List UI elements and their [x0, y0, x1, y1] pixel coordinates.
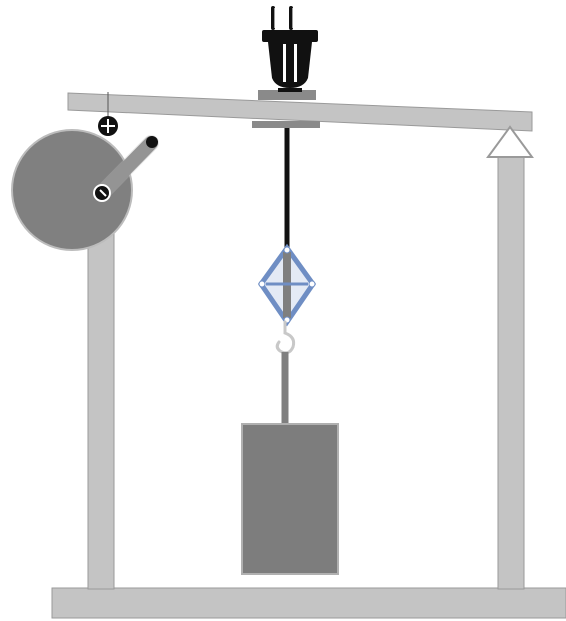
- crank-knob: [146, 136, 158, 148]
- cable-mount: [252, 121, 320, 128]
- crank-handle-edge: [94, 135, 159, 201]
- power-plug-icon: [262, 6, 318, 92]
- right-post: [497, 154, 525, 590]
- pulley-spokes: [101, 119, 115, 133]
- spring-scale: [257, 243, 317, 327]
- suspended-weight: [241, 423, 339, 575]
- base: [51, 587, 566, 619]
- winch-drum: [11, 129, 133, 251]
- hook: [275, 320, 296, 355]
- plug-mount: [258, 90, 316, 100]
- pivot-support: [486, 125, 534, 158]
- crank-pin: [99, 189, 107, 197]
- crank-handle: [95, 136, 158, 200]
- beam: [67, 92, 533, 132]
- left-post: [87, 179, 115, 590]
